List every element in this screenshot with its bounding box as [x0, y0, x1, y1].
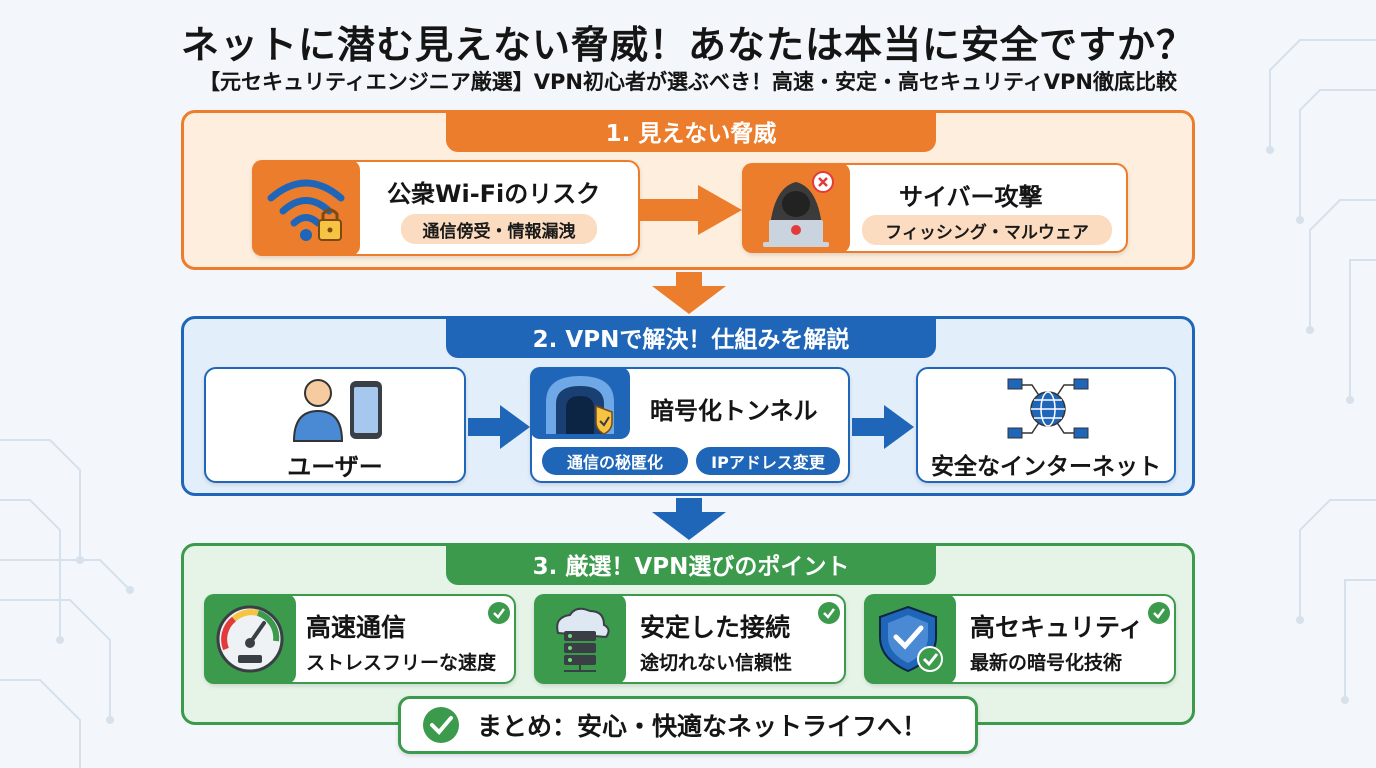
arrow-right-icon: [852, 405, 914, 449]
speedometer-icon: [204, 594, 296, 684]
point-stable-desc: 途切れない信頼性: [640, 652, 793, 674]
point-speed-desc: ストレスフリーな速度: [306, 652, 497, 674]
threat-wifi-title: 公衆Wi-Fiのリスク: [387, 180, 601, 208]
vpn-user-card: ユーザー: [204, 367, 466, 483]
section-vpn-heading: 2. VPNで解決！仕組みを解説: [446, 316, 936, 358]
section-threats-heading: 1. 見えない脅威: [446, 110, 936, 152]
vpn-internet-card: 安全なインターネット: [916, 367, 1176, 483]
arrow-down-icon: [652, 272, 726, 314]
page-subtitle: 【元セキュリティエンジニア厳選】VPN初心者が選ぶべき！高速・安定・高セキュリテ…: [199, 70, 1177, 94]
section-vpn-solution: 2. VPNで解決！仕組みを解説 ユーザー: [181, 316, 1195, 496]
check-icon: [488, 602, 510, 624]
vpn-user-label: ユーザー: [287, 453, 383, 481]
wifi-lock-icon: [252, 160, 360, 256]
threat-card-wifi: 公衆Wi-Fiのリスク 通信傍受・情報漏洩: [252, 160, 640, 256]
user-phone-icon: [290, 377, 386, 447]
tunnel-shield-icon: [530, 367, 630, 439]
arrow-down-icon: [652, 498, 726, 540]
globe-network-icon: [1004, 375, 1092, 447]
vpn-tag-privacy: 通信の秘匿化: [542, 447, 688, 475]
arrow-right-icon: [468, 405, 530, 449]
point-card-speed: 高速通信 ストレスフリーな速度: [204, 594, 516, 684]
point-card-stable: 安定した接続 途切れない信頼性: [534, 594, 846, 684]
point-card-security: 高セキュリティ 最新の暗号化技術: [864, 594, 1176, 684]
threat-cyber-title: サイバー攻撃: [899, 183, 1043, 211]
vpn-tag-ip-change: IPアドレス変更: [696, 447, 840, 475]
hacker-icon: [742, 163, 850, 253]
section-points-heading: 3. 厳選！VPN選びのポイント: [446, 543, 936, 585]
section-threats: 1. 見えない脅威 公衆Wi-Fiのリスク 通信傍受・情報漏洩: [181, 110, 1195, 270]
vpn-tunnel-title: 暗号化トンネル: [650, 397, 818, 425]
summary-banner: まとめ：安心・快適なネットライフへ！: [398, 696, 978, 754]
vpn-internet-label: 安全なインターネット: [931, 454, 1161, 480]
summary-text: まとめ：安心・快適なネットライフへ！: [477, 712, 928, 741]
vpn-tunnel-card: 暗号化トンネル 通信の秘匿化 IPアドレス変更: [530, 367, 850, 483]
threat-wifi-tag: 通信傍受・情報漏洩: [401, 214, 597, 244]
check-circle-icon: [423, 707, 459, 743]
arrow-right-icon: [640, 185, 742, 235]
threat-card-cyber-attack: サイバー攻撃 フィッシング・マルウェア: [742, 163, 1128, 253]
threat-cyber-tag: フィッシング・マルウェア: [862, 215, 1112, 245]
page-title: ネットに潜む見えない脅威！あなたは本当に安全ですか？: [180, 23, 1195, 67]
check-icon: [818, 602, 840, 624]
point-security-title: 高セキュリティ: [970, 613, 1144, 642]
shield-check-icon: [864, 594, 956, 684]
point-stable-title: 安定した接続: [640, 613, 791, 642]
check-icon: [1148, 602, 1170, 624]
section-vpn-points: 3. 厳選！VPN選びのポイント 高速通信 ストレスフリーな速度: [181, 543, 1195, 725]
cloud-server-icon: [534, 594, 626, 684]
point-speed-title: 高速通信: [306, 613, 407, 642]
point-security-desc: 最新の暗号化技術: [970, 652, 1123, 674]
